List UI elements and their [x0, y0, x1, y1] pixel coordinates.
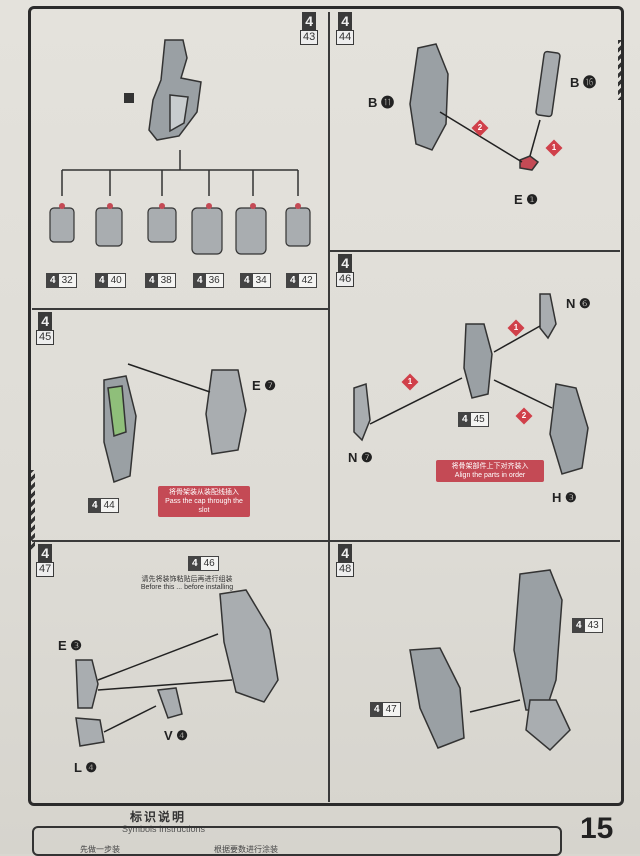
p45-ref-sub: 44 [101, 499, 118, 512]
arrow-2-label: 2 [474, 122, 486, 134]
hand-parts [50, 208, 310, 254]
arrow-1a-label: 1 [510, 322, 522, 334]
p47-note: 请先将装饰粘贴后再进行组装 Before this ... before ins… [132, 574, 242, 591]
step45-parts [104, 364, 246, 482]
symbol-item-1: 先做一步装 [80, 844, 120, 855]
p45-ref-step: 4 [89, 499, 101, 512]
hand-ref-2-step: 4 [96, 274, 108, 287]
p46-ref-sub: 45 [471, 413, 488, 426]
step44-parts [410, 44, 560, 170]
p46-warning-en: Align the parts in order [440, 471, 540, 480]
step46-arrow-2-icon: 2 [516, 408, 533, 425]
hand-ref-6-step: 4 [287, 274, 299, 287]
step-arrow-2-icon: 2 [472, 120, 489, 137]
label-b11: B ⓫ [368, 92, 394, 111]
p46-warning-cn: 将骨架部件上下对齐装入 [440, 462, 540, 471]
forearm-part [149, 40, 201, 140]
hand-ref-6-sub: 42 [299, 274, 316, 287]
step46-parts [354, 294, 588, 474]
label-n7: N ❼ [348, 450, 373, 466]
p48-ref-a-step: 4 [573, 619, 585, 632]
arrow-1b-label: 1 [404, 376, 416, 388]
label-e7: E ❼ [252, 378, 276, 394]
hand-joint-marks [59, 203, 301, 209]
p47-note-en: Before this ... before installing [132, 584, 242, 591]
label-e1: E ❶ [514, 192, 538, 208]
hand-ref-5-sub: 34 [253, 274, 270, 287]
step48-parts [410, 570, 570, 750]
hand-ref-3-step: 4 [146, 274, 158, 287]
hand-ref-4-sub: 36 [206, 274, 223, 287]
p48-ref-b-sub: 47 [383, 703, 400, 716]
p48-ref-a-sub: 43 [585, 619, 602, 632]
p46-ref-step: 4 [459, 413, 471, 426]
p45-warning: 将骨架装从装配线插入 Pass the cap through the slot [158, 486, 250, 517]
hand-ref-5-step: 4 [241, 274, 253, 287]
p45-warning-en: Pass the cap through the slot [162, 497, 246, 515]
label-h3: H ❸ [552, 490, 577, 506]
p46-warning: 将骨架部件上下对齐装入 Align the parts in order [436, 460, 544, 482]
p47-ref-sub: 46 [201, 557, 218, 570]
symbol-item-2: 根据要数进行涂装 [214, 844, 278, 855]
step47-parts [76, 590, 278, 746]
step46-arrow-1b-icon: 1 [402, 374, 419, 391]
hand-ref-1-sub: 32 [59, 274, 76, 287]
arrow-2b-label: 2 [518, 410, 530, 422]
page-number: 15 [580, 812, 613, 846]
p45-warning-cn: 将骨架装从装配线插入 [162, 488, 246, 497]
p48-ref-b-step: 4 [371, 703, 383, 716]
hand-ref-3-sub: 38 [158, 274, 175, 287]
p47-note-cn: 请先将装饰粘贴后再进行组装 [132, 574, 242, 584]
label-n6: N ❻ [566, 296, 591, 312]
p47-ref-step: 4 [189, 557, 201, 570]
arrow-1-label: 1 [548, 142, 560, 154]
step-arrow-1-icon: 1 [546, 140, 563, 157]
symbols-title: 标识说明 [130, 808, 186, 825]
chevron-symbol [124, 93, 134, 103]
hand-tree-lines [62, 150, 298, 196]
label-v4: V ❹ [164, 728, 188, 744]
hand-ref-2-sub: 40 [108, 274, 125, 287]
hand-ref-4-step: 4 [194, 274, 206, 287]
label-l4: L ❹ [74, 760, 97, 776]
label-b16: B ⓰ [570, 72, 596, 91]
label-e3: E ❸ [58, 638, 82, 654]
hand-ref-1-step: 4 [47, 274, 59, 287]
step46-arrow-1a-icon: 1 [508, 320, 525, 337]
